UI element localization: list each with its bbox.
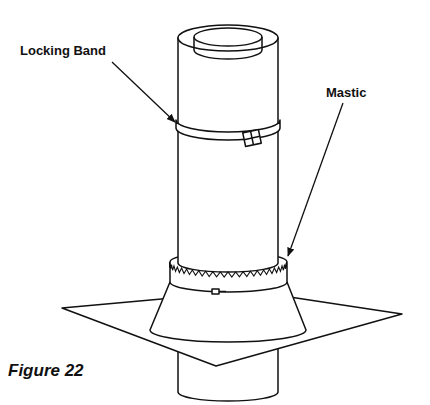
outer-pipe (178, 38, 278, 272)
mastic-zigzag (170, 262, 287, 277)
inner-pipe (194, 28, 262, 46)
mastic-bead (170, 262, 287, 277)
figure-caption: Figure 22 (8, 362, 84, 381)
band-clamp (243, 129, 262, 146)
collar-tab-pin (219, 291, 226, 293)
pipe-top (178, 25, 278, 51)
part-label: Mastic (326, 86, 366, 100)
part-label: Locking Band (20, 44, 106, 58)
inner-pipe-wall (194, 37, 262, 59)
leader-line (112, 62, 175, 122)
locking-band (176, 120, 280, 140)
collar-tab (212, 289, 219, 294)
leader-line (288, 103, 343, 256)
